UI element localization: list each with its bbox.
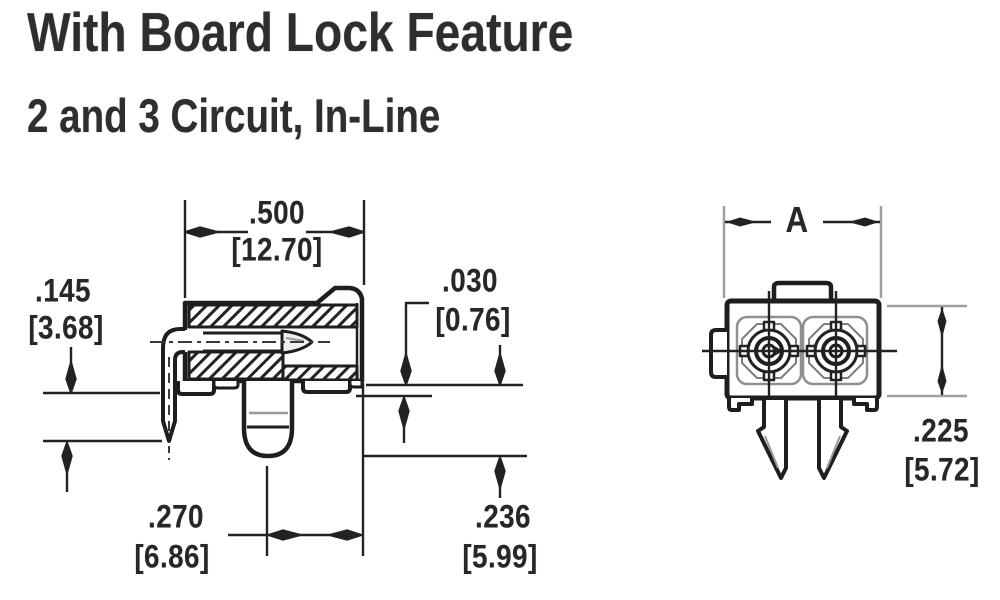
arrow-right	[848, 217, 879, 227]
contact-pin	[203, 329, 314, 355]
dim-terminal-height-inch: .225	[913, 412, 969, 449]
arrow-left	[726, 217, 757, 227]
front-view-drawing	[702, 206, 967, 480]
dim-peg-offset-inch: .270	[148, 498, 204, 535]
foot-left	[727, 398, 754, 412]
front-view-dimension-lines	[722, 206, 967, 398]
arrow-down	[937, 364, 947, 394]
side-view-dimension-lines	[43, 200, 527, 556]
prong-left-detail	[764, 435, 779, 469]
arrow-left	[184, 226, 219, 238]
housing-outline	[182, 285, 365, 384]
side-view-drawing	[43, 200, 527, 556]
arrow-up	[398, 396, 410, 429]
polarization-key	[771, 280, 834, 301]
arrow-down	[65, 361, 77, 394]
cross-section-hatch-bottom	[281, 364, 359, 382]
dim-lead-protrusion-inch: .145	[35, 272, 91, 309]
arrow-up	[937, 308, 947, 338]
page-subtitle: 2 and 3 Circuit, In-Line	[27, 89, 441, 142]
centerlines	[150, 341, 330, 460]
dim-peg-offset-mm: [6.86]	[134, 538, 210, 575]
dim-standoff-inch: .030	[442, 262, 498, 299]
arrow-right	[330, 226, 365, 238]
arrow-left	[267, 529, 302, 541]
arrow-up	[61, 441, 73, 474]
dim-lead-protrusion-mm: [3.68]	[28, 309, 104, 346]
standoff-step-far-right	[348, 381, 364, 389]
dim-overall-length-mm: [12.70]	[231, 231, 323, 268]
board-lock-peg	[241, 381, 295, 459]
page-title: With Board Lock Feature	[27, 1, 574, 63]
standoff-foot-right	[301, 381, 352, 394]
board-lock-prong-left	[756, 396, 788, 480]
arrow-up	[494, 456, 506, 489]
cross-section-hatch-top	[187, 303, 359, 329]
dim-overall-length-inch: .500	[249, 194, 305, 231]
standoff-step-mid	[212, 381, 240, 390]
arrow-right	[328, 529, 363, 541]
arrow-down	[400, 353, 412, 386]
prong-right-detail	[826, 435, 841, 469]
cross-section-hatch-rear	[187, 350, 285, 381]
standoff-foot-left	[176, 381, 216, 396]
dim-peg-depth-inch: .236	[475, 498, 531, 535]
dim-terminal-height-mm: [5.72]	[904, 451, 980, 488]
side-latch	[709, 328, 727, 379]
board-lock-prong-right	[817, 396, 849, 480]
foot-right	[852, 398, 879, 412]
dim-overall-width-label: A	[785, 199, 809, 240]
arrow-down	[494, 353, 506, 386]
dim-peg-depth-mm: [5.99]	[462, 538, 538, 575]
dim-standoff-mm: [0.76]	[435, 301, 511, 338]
solder-lead	[161, 327, 196, 443]
terminal-centerlines	[702, 291, 897, 404]
